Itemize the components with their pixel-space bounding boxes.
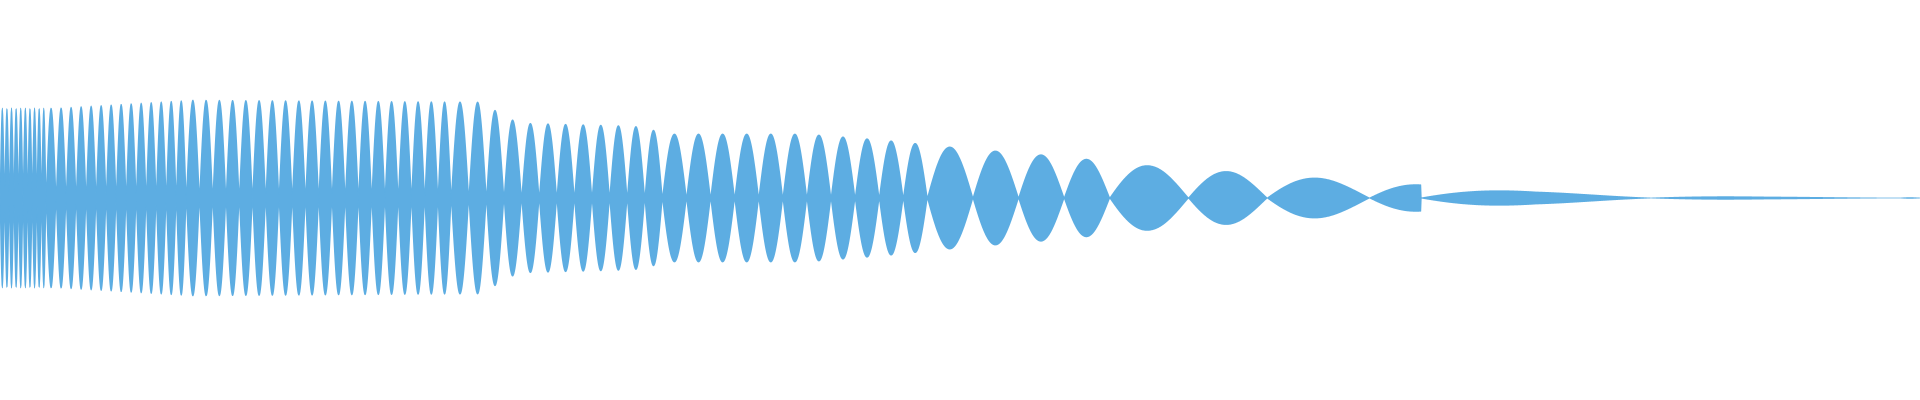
waveform-shape (0, 99, 1920, 297)
